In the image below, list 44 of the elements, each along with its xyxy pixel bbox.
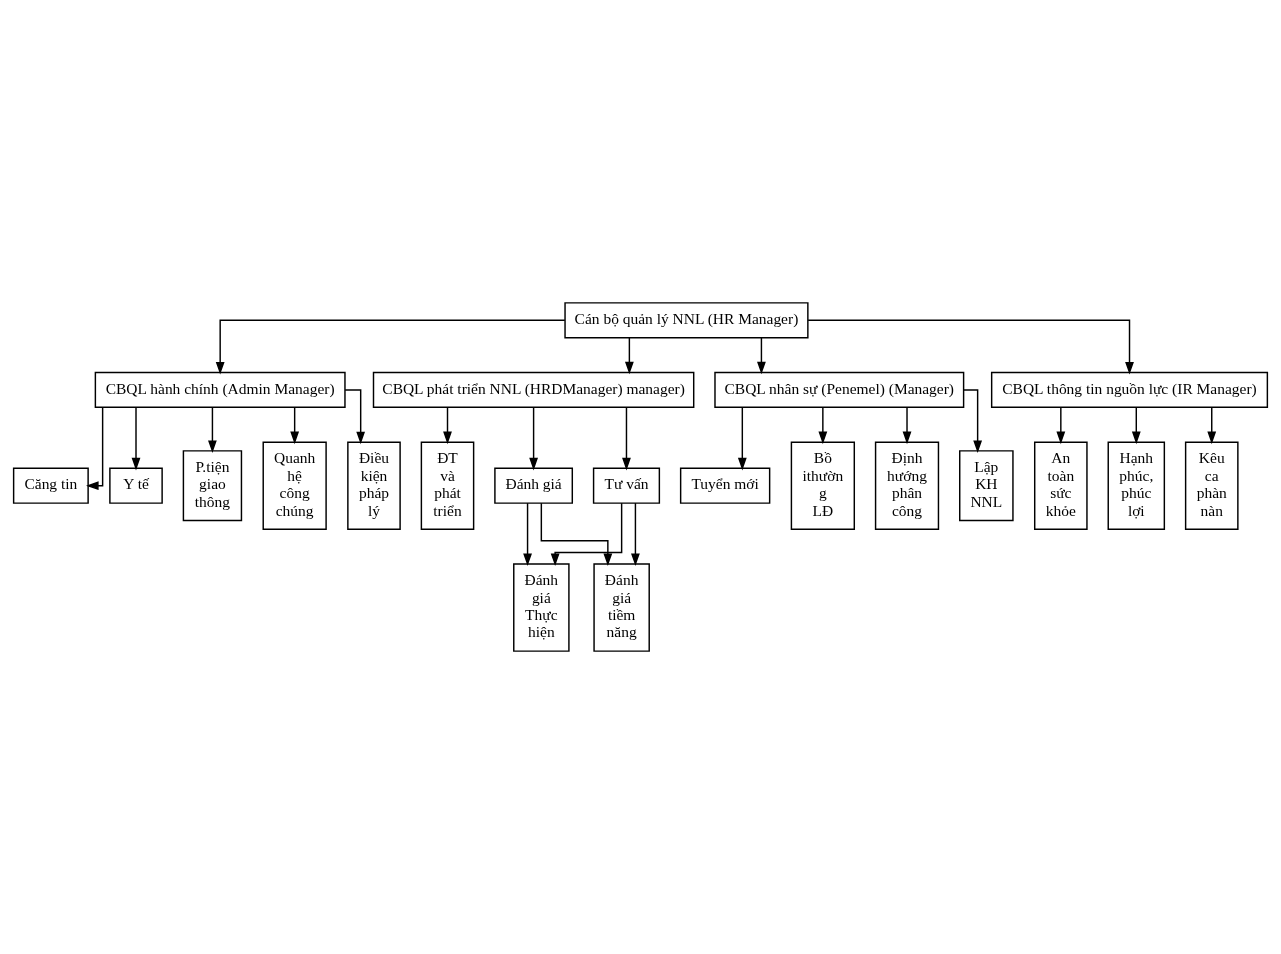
arrow [540, 502, 613, 566]
arrow [902, 406, 912, 445]
arrow [624, 337, 634, 375]
node-box: CBQL thông tin nguồn lực (IR Manager) [990, 371, 1269, 409]
node-box: ĐT và phát triển [420, 441, 475, 530]
arrow [550, 502, 623, 567]
arrow [737, 406, 747, 471]
node-box: Quanh hệ công chúng [262, 441, 327, 530]
arrow [622, 406, 631, 471]
arrow [1056, 406, 1066, 445]
node-box: CBQL hành chính (Admin Manager) [94, 371, 346, 409]
arrow [1207, 406, 1217, 445]
node-box: Y tế [109, 467, 163, 504]
node-box: Căng tin [12, 467, 89, 504]
node-box: Kêu ca phàn nàn [1184, 441, 1239, 530]
node-box: P.tiện giao thông [182, 450, 243, 522]
node-box: Lập KH NNL [959, 450, 1014, 522]
arrow [757, 337, 766, 375]
arrow [962, 389, 983, 454]
arrow [807, 319, 1134, 375]
node-box: Tuyển mới [679, 467, 771, 504]
node-box: Định hướng phân công [874, 441, 940, 530]
node-box: Tư vấn [592, 467, 661, 504]
node-box: Cán bộ quản lý NNL (HR Manager) [564, 302, 809, 339]
node-box: An toàn sức khỏe [1034, 441, 1088, 530]
node-box: Điều kiện pháp lý [347, 441, 401, 530]
node-box: Đánh giá tiềm năng [593, 563, 650, 652]
arrow [131, 406, 141, 471]
arrow [631, 502, 640, 567]
node-box: CBQL nhân sự (Penemel) (Manager) [714, 371, 965, 409]
node-box: Hạnh phúc, phúc lợi [1107, 441, 1166, 530]
node-box: Đánh giá Thực hiện [513, 563, 570, 652]
arrow [215, 319, 566, 375]
node-box: Bồ ithườn g LĐ [790, 441, 855, 530]
arrow [290, 406, 300, 445]
arrow [1131, 406, 1141, 445]
arrow [818, 406, 828, 445]
node-box: CBQL phát triển NNL (HRDManager) manager) [372, 371, 695, 409]
arrow [443, 406, 452, 445]
arrow [208, 406, 217, 453]
arrow [86, 406, 104, 491]
node-box: Đánh giá [494, 467, 574, 504]
arrow [529, 406, 538, 471]
arrow [523, 502, 532, 567]
